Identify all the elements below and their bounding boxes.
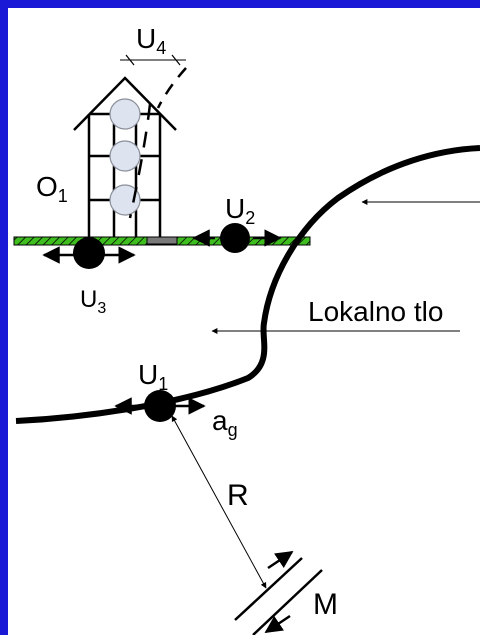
- foundation-slab: [146, 236, 178, 245]
- u3-label: U3: [80, 286, 106, 317]
- r-distance-arrow: [171, 415, 267, 589]
- local-soil-boundary: [15, 145, 480, 424]
- u3-wave-ball: [42, 237, 136, 269]
- fault-source-m: [234, 550, 323, 635]
- o1-label: O1: [36, 171, 68, 206]
- diagram-svg: U4 O1 U2 U3 Lokalno tlo: [13, 23, 480, 635]
- ag-label: ag: [212, 405, 238, 440]
- floor-mass-ball: [109, 140, 141, 172]
- r-label: R: [227, 479, 249, 512]
- u4-dimension: [120, 54, 187, 109]
- floor-mass-ball: [109, 184, 141, 216]
- lokalno-tlo-label: Lokalno tlo: [308, 296, 443, 327]
- diagram-canvas: U4 O1 U2 U3 Lokalno tlo: [8, 8, 480, 635]
- u1-wave-ball: [114, 390, 206, 422]
- building-o1: [73, 76, 177, 240]
- u1-label: U1: [138, 359, 168, 394]
- m-label: M: [313, 588, 338, 621]
- u2-wave-ball: [192, 223, 282, 253]
- floor-mass-ball: [109, 98, 141, 130]
- u2-label: U2: [225, 193, 255, 228]
- u4-label: U4: [136, 23, 166, 58]
